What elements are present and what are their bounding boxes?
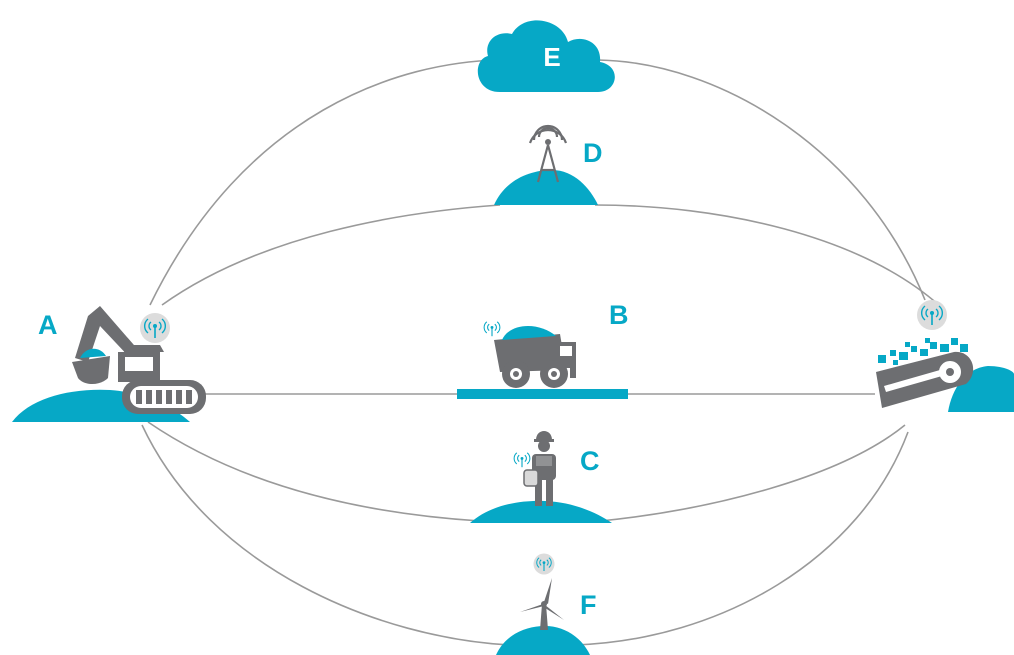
- excavator-node: A: [12, 306, 206, 422]
- label-e: E: [543, 42, 560, 72]
- conveyor-icon: [876, 338, 974, 408]
- label-d: D: [583, 138, 603, 168]
- excavator-icon: [72, 306, 206, 414]
- label-a: A: [38, 310, 58, 340]
- dump-truck-icon: [494, 325, 576, 388]
- radio-tower-node: D: [494, 124, 603, 205]
- label-c: C: [580, 446, 600, 476]
- link-a-f-conveyor: [141, 424, 909, 646]
- label-b: B: [609, 300, 629, 330]
- wireless-signal-icon: [483, 321, 501, 337]
- hill-d: [494, 170, 598, 205]
- link-a-c-conveyor: [147, 421, 906, 522]
- platform-b: [457, 389, 628, 399]
- wind-turbine-icon: [520, 578, 564, 630]
- wireless-signal-icon: [532, 552, 556, 576]
- label-f: F: [580, 590, 597, 620]
- dump-truck-node: B: [457, 300, 629, 399]
- link-a-d-conveyor: [161, 204, 941, 307]
- cloud-icon: E: [477, 20, 615, 92]
- wireless-signal-icon: [916, 299, 948, 331]
- worker-node: C: [470, 431, 612, 523]
- wind-turbine-node: F: [496, 552, 597, 655]
- link-a-e: [149, 59, 501, 306]
- link-e-conveyor: [597, 59, 926, 301]
- hill-c: [470, 500, 612, 523]
- radio-tower-icon: [528, 124, 568, 183]
- wireless-signal-icon: [513, 452, 531, 468]
- hill-f: [496, 626, 590, 655]
- conveyor-node: [876, 299, 1014, 412]
- worker-icon: [523, 431, 556, 506]
- wireless-signal-icon: [139, 312, 171, 344]
